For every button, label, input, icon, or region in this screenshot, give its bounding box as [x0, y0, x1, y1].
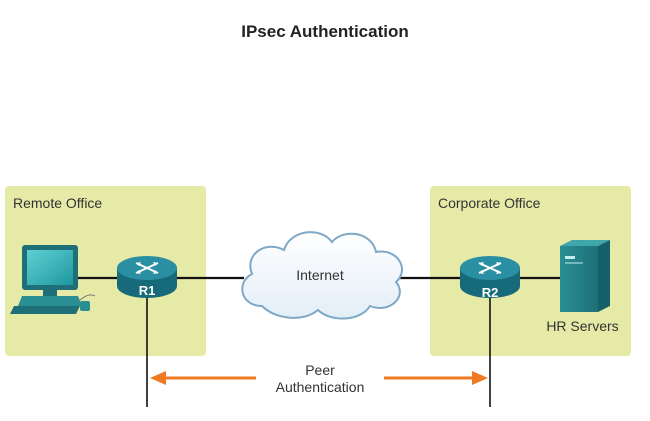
diagram-title: IPsec Authentication — [241, 22, 409, 41]
right-arrowhead — [472, 371, 488, 385]
pc-icon — [10, 245, 96, 314]
corporate-office-label: Corporate Office — [438, 195, 541, 211]
left-arrowhead — [150, 371, 166, 385]
peer-authentication-arrows — [150, 371, 488, 385]
internet-cloud-icon — [241, 231, 403, 320]
router-r1-label: R1 — [138, 283, 156, 298]
remote-office-label: Remote Office — [13, 195, 103, 211]
router-r2-icon — [460, 256, 520, 298]
internet-label: Internet — [296, 267, 344, 283]
hr-server-icon — [560, 240, 610, 312]
router-r2-label: R2 — [481, 285, 499, 300]
router-r1-icon — [117, 256, 177, 298]
hr-servers-label: HR Servers — [546, 318, 619, 334]
peer-auth-label-line1: Peer — [305, 362, 335, 378]
peer-auth-label-line2: Authentication — [275, 379, 365, 395]
